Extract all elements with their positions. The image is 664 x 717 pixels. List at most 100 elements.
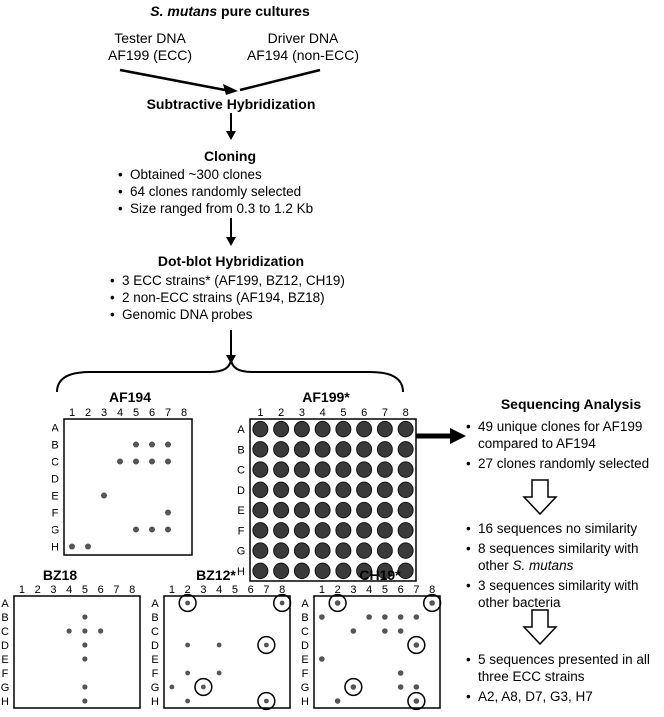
- column-label: 2: [335, 584, 341, 596]
- row-label: E: [237, 505, 244, 517]
- row-label: G: [151, 682, 160, 694]
- sequencing-item: 49 unique clones for AF199 compared to A…: [466, 418, 664, 452]
- blot-dot: [149, 441, 155, 448]
- sequencing-item: 16 sequences no similarity: [466, 520, 664, 537]
- blot-dot: [397, 614, 404, 620]
- blot-dot: [293, 461, 310, 478]
- blot-title-bz18: BZ18: [42, 567, 78, 583]
- blot-dot: [314, 542, 331, 559]
- blot-dot: [376, 461, 393, 478]
- column-label: 5: [232, 584, 238, 596]
- highlight-circle: [194, 677, 213, 697]
- sequencing-item: 3 sequences similarity with other bacter…: [466, 577, 664, 611]
- blot-dot: [133, 441, 139, 448]
- blot-dot: [82, 698, 88, 704]
- blot-dot: [252, 441, 269, 458]
- row-label: G: [1, 682, 10, 694]
- blot-dot: [149, 526, 155, 533]
- blot-dot: [82, 628, 88, 634]
- sequencing-title: Sequencing Analysis: [500, 396, 642, 412]
- blot-dot: [185, 670, 191, 676]
- blot-dot: [397, 501, 414, 519]
- driver-dna-label: Driver DNA AF194 (non-ECC): [238, 30, 368, 64]
- blot-dot: [273, 461, 290, 478]
- blot-dot: [334, 600, 341, 606]
- highlight-circle: [257, 635, 276, 655]
- blot-dot: [82, 642, 88, 648]
- row-label: D: [1, 640, 9, 652]
- blot-dot: [376, 522, 393, 539]
- column-label: 8: [181, 407, 187, 419]
- blot-dot: [279, 600, 285, 606]
- blot-dot: [335, 461, 352, 478]
- blot-dot: [293, 441, 310, 458]
- blot-dot: [252, 461, 269, 478]
- blot-dot: [314, 420, 331, 438]
- column-label: 4: [117, 407, 123, 419]
- column-label: 4: [66, 584, 72, 596]
- blot-dot: [429, 600, 435, 606]
- row-label: E: [1, 654, 8, 666]
- cloning-item: Obtained ~300 clones: [118, 166, 358, 183]
- blot-dot: [252, 501, 269, 519]
- column-label: 7: [113, 584, 119, 596]
- row-label: E: [52, 491, 59, 503]
- blot-dot: [376, 542, 393, 559]
- highlight-circle: [272, 593, 292, 613]
- blot-dot: [133, 458, 139, 465]
- blot-dot: [356, 542, 373, 559]
- blot-dot: [356, 522, 373, 539]
- row-label: G: [52, 525, 59, 537]
- blot-dot: [293, 501, 310, 519]
- blot-dot: [273, 481, 290, 499]
- column-label: 2: [35, 584, 41, 596]
- highlight-circle: [407, 635, 426, 655]
- row-label: B: [151, 612, 158, 624]
- column-label: 1: [69, 407, 75, 419]
- blot-dot: [273, 542, 290, 559]
- blot-dot: [185, 600, 191, 606]
- dotblot-list: 3 ECC strains* (AF199, BZ12, CH19) 2 non…: [110, 272, 410, 323]
- column-label: 6: [149, 407, 155, 419]
- dotblot-item: 3 ECC strains* (AF199, BZ12, CH19): [110, 272, 410, 289]
- blot-dot: [335, 481, 352, 499]
- blot-dot: [397, 441, 414, 458]
- blot-dot: [397, 562, 414, 580]
- blot-frame: [163, 595, 291, 709]
- row-label: E: [301, 654, 308, 666]
- blot-dot: [252, 481, 269, 499]
- blot-dot: [376, 441, 393, 458]
- blot-dot: [185, 698, 191, 704]
- blot-dot: [413, 698, 420, 704]
- blot-dot: [334, 698, 341, 704]
- blot-dot: [397, 628, 404, 634]
- row-label: F: [302, 668, 309, 680]
- blot-dot: [98, 628, 104, 634]
- blot-dot: [165, 441, 171, 448]
- blot-dot: [314, 522, 331, 539]
- column-label: 8: [279, 584, 285, 596]
- hollow-arrow-2: [522, 609, 558, 646]
- sequencing-group-2: 16 sequences no similarity 8 sequences s…: [466, 520, 664, 614]
- column-label: 6: [98, 584, 104, 596]
- driver-line1: Driver DNA: [267, 30, 339, 46]
- blot-dot: [366, 614, 372, 620]
- blot-dot: [200, 684, 206, 690]
- blot-dot: [165, 509, 171, 516]
- blot-dot: [397, 542, 414, 559]
- blot-dot: [263, 698, 269, 704]
- blot-dot: [216, 642, 222, 648]
- blot-dot: [314, 481, 331, 499]
- row-label: G: [301, 682, 310, 694]
- hollow-arrow-1: [522, 479, 558, 516]
- column-label: 5: [340, 407, 346, 419]
- row-label: B: [52, 440, 59, 452]
- blot-dot: [273, 501, 290, 519]
- row-label: E: [151, 654, 158, 666]
- tester-dna-label: Tester DNA AF199 (ECC): [100, 30, 200, 64]
- row-label: A: [1, 598, 9, 610]
- blot-dot: [397, 522, 414, 539]
